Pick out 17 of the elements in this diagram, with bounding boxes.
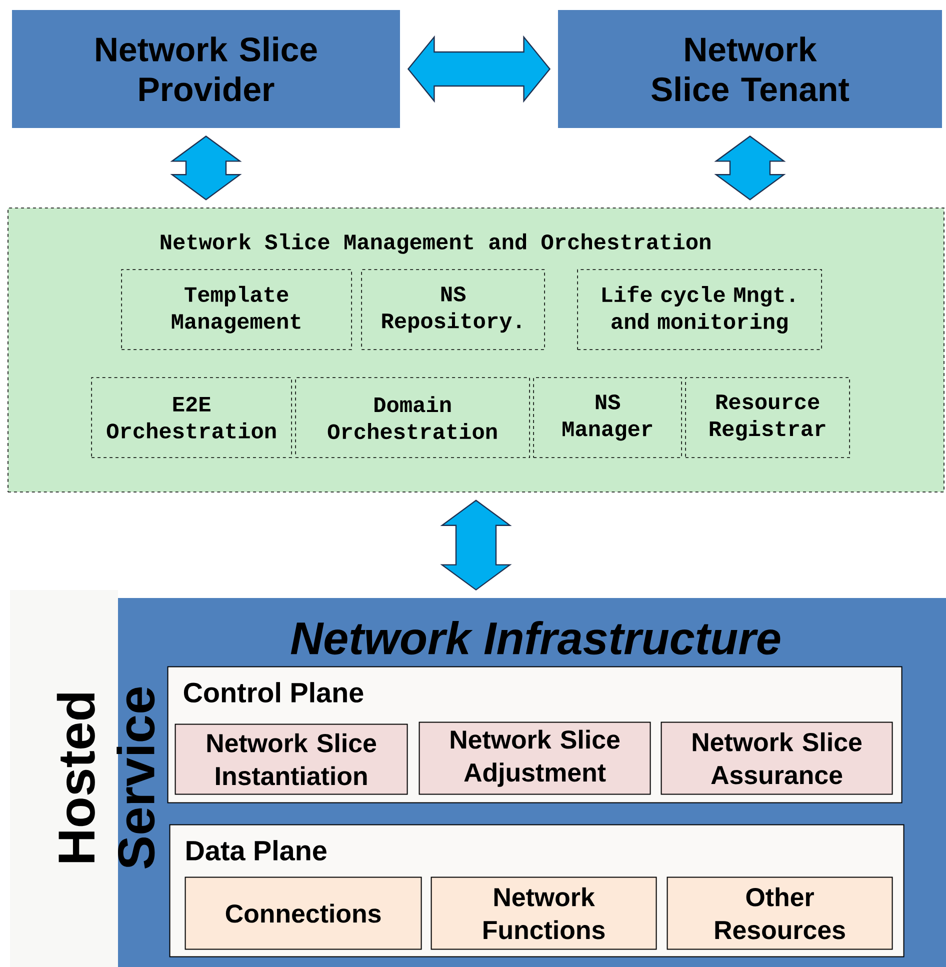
function-box: Network Slice Adjustment [418,722,651,795]
module-box: Life cycle Mngt. and monitoring [577,269,822,350]
role-box: Network Slice Provider [12,10,400,128]
function-box: Network Slice Assurance [660,722,893,795]
function-box: Network Functions [430,876,657,950]
module-box: NS Repository. [361,269,545,350]
function-box: Connections [184,876,422,950]
module-box: E2E Orchestration [91,377,292,458]
node-label: Service [116,687,155,868]
double-arrow [440,500,512,591]
module-box: Domain Orchestration [295,377,530,458]
function-box: Other Resources [666,876,893,950]
module-box: Resource Registrar [685,377,850,458]
module-box: NS Manager [533,377,682,458]
function-box: Network Slice Instantiation [174,724,408,795]
role-box: Network Slice Tenant [558,10,942,128]
module-box: Template Management [121,269,352,350]
